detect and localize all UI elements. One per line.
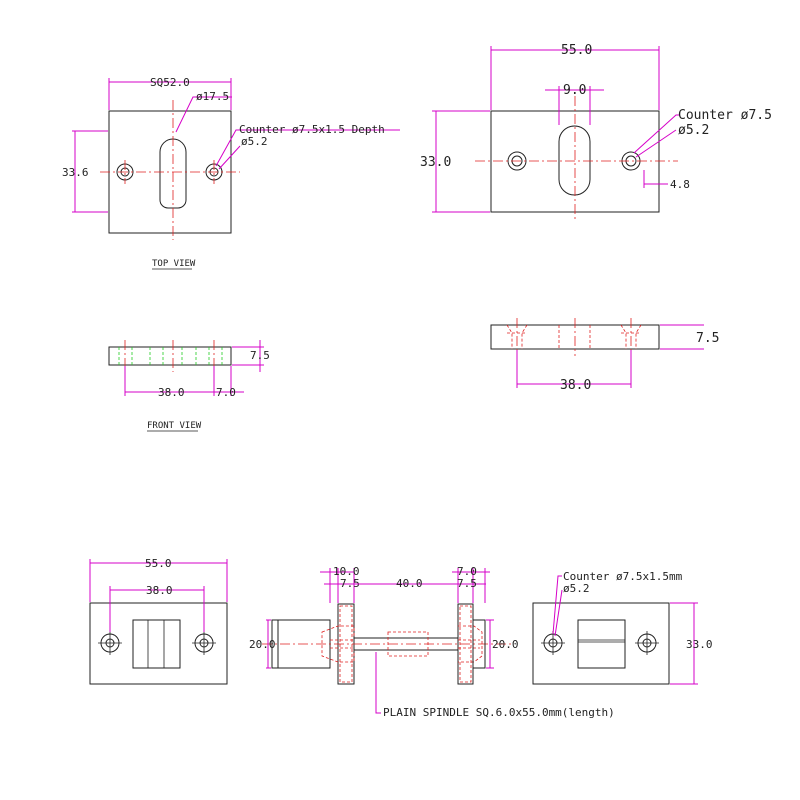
dim-40-label: 40.0: [396, 577, 423, 590]
leader-counter: [552, 575, 562, 635]
dim-height-label: 33.0: [420, 155, 451, 170]
note-hole: ø5.2: [563, 582, 590, 595]
note-counter: Counter ø7.5x1.5 Depth: [239, 123, 385, 136]
hub-right-hidden: [458, 625, 483, 663]
dim-thickness-label: 7.5: [250, 349, 270, 362]
dim-20-right-label: 20.0: [492, 638, 519, 651]
note-hole: ø5.2: [241, 135, 268, 148]
view-c: 55.0 38.0: [89, 557, 228, 685]
dim-pitch-label: 38.0: [560, 378, 591, 393]
leader-spindle: [375, 652, 381, 714]
dim-7-5-right-label: 7.5: [457, 577, 477, 590]
view-a-top: SQ52.0 33.6 ø17.5 Counter ø7.5x1.5 Depth…: [62, 76, 400, 270]
note-spindle: PLAIN SPINDLE SQ.6.0x55.0mm(length): [383, 706, 615, 719]
view-a-front: 7.5 38.0 7.0 FRONT VIEW: [108, 340, 270, 432]
leader-hole: [635, 129, 677, 158]
note-counter: Counter ø7.5: [678, 108, 772, 123]
dim-edge-label: 4.8: [670, 178, 690, 191]
lever-block: [577, 619, 626, 669]
view-d-assembly: 10.0 7.5 40.0 7.0 7.5 20.0 20.0 PLAIN SP…: [249, 565, 615, 719]
cylinder-keyhole: [159, 138, 187, 209]
view-b-top: 55.0 9.0 33.0 Counter ø7.5 ø5.2 4.8: [420, 43, 772, 220]
leader-large-hole: [175, 96, 232, 133]
dim-slot-label: 9.0: [563, 83, 586, 98]
front-view-title: FRONT VIEW: [147, 421, 202, 431]
plate-edge-outline: [108, 346, 232, 366]
leader-counter: [633, 114, 680, 154]
handle-right-stub: [472, 619, 486, 669]
top-view-title: TOP VIEW: [152, 259, 196, 269]
dim-10-label: 10.0: [333, 565, 360, 578]
view-b-front: 7.5 38.0: [490, 318, 719, 393]
dim-pitch-label: 38.0: [146, 584, 173, 597]
dim-thickness-label: 7.5: [696, 331, 719, 346]
dim-7-0-label: 7.0: [457, 565, 477, 578]
plate-outline: [532, 602, 670, 685]
rose-right-hidden: [459, 605, 472, 683]
dim-large-hole-label: ø17.5: [196, 90, 229, 103]
dim-20-left-label: 20.0: [249, 638, 276, 651]
view-e: Counter ø7.5x1.5mm ø5.2 33.0: [532, 570, 713, 685]
dim-pitch-label: 38.0: [158, 386, 185, 399]
note-counter: Counter ø7.5x1.5mm: [563, 570, 683, 583]
dim-width-label: SQ52.0: [150, 76, 190, 89]
dim-height-label: 33.6: [62, 166, 89, 179]
plate-outline: [89, 602, 228, 685]
hub-left-hidden: [321, 625, 355, 663]
dim-edge-label: 7.0: [216, 386, 236, 399]
lever-block: [132, 619, 181, 669]
dim-width-label: 55.0: [145, 557, 172, 570]
note-hole: ø5.2: [678, 123, 709, 138]
dim-width-label: 55.0: [561, 43, 592, 58]
dim-height-label: 33.0: [686, 638, 713, 651]
leader-hole: [218, 145, 241, 170]
dim-7-5-left-label: 7.5: [340, 577, 360, 590]
spindle-slot: [558, 125, 591, 196]
leader-counter: [215, 129, 400, 167]
leader-hole: [554, 589, 563, 637]
